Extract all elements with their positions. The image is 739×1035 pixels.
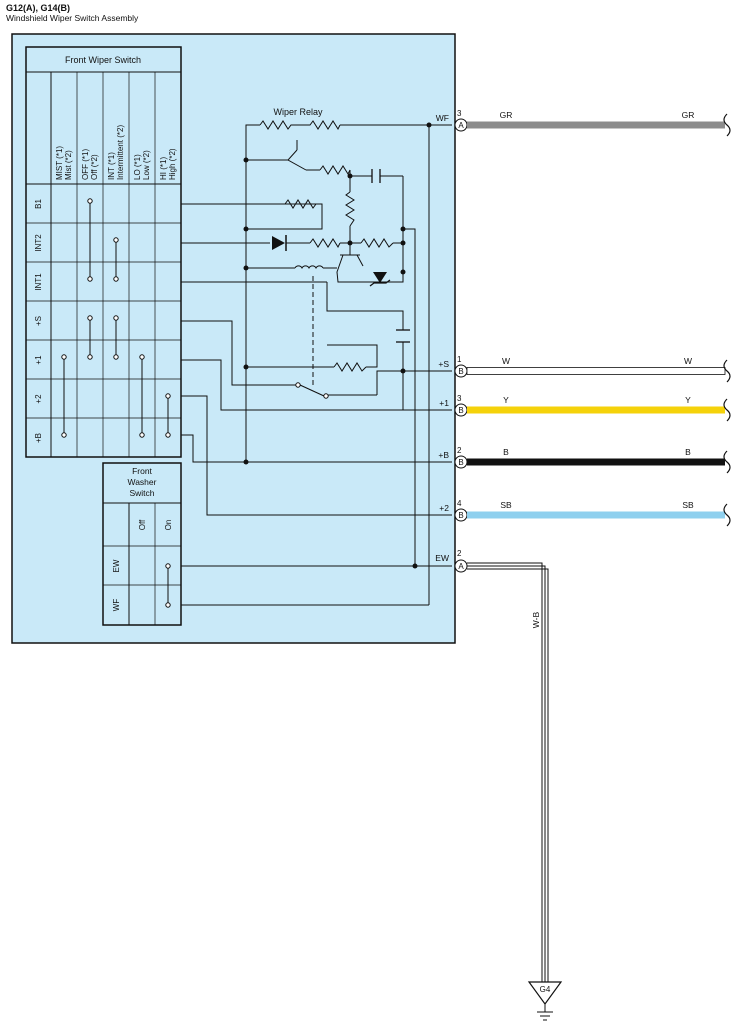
zener-diode-icon — [369, 272, 391, 287]
position-off-line2: Off (*2) — [90, 154, 99, 180]
washer-position-off: Off — [138, 519, 147, 530]
wiper-switch-connections — [61, 198, 171, 438]
position-off-line1: OFF (*1) — [81, 149, 90, 180]
washer-title-line1: Front — [132, 466, 152, 476]
diode-icon — [272, 235, 287, 251]
row-label-plus-b: +B — [34, 433, 43, 443]
position-mist-line2: Mist (*2) — [64, 150, 73, 180]
position-hi-line1: HI (*1) — [159, 157, 168, 180]
row-label-plus-1: +1 — [34, 355, 43, 365]
washer-title-line3: Switch — [129, 488, 154, 498]
terminal-plus-b-connector: B — [458, 458, 463, 467]
terminal-plus-s-name: +S — [438, 359, 449, 369]
row-label-b1: B1 — [34, 199, 43, 209]
position-header-mist: MIST (*1) Mist (*2) — [55, 146, 73, 180]
terminal-plus-s-pin: 1 — [457, 355, 462, 364]
wire-b-label-left: B — [503, 447, 509, 457]
washer-position-on: On — [164, 520, 173, 531]
terminal-plus-2: +2 4 B — [439, 499, 468, 522]
wire-b-label-right: B — [685, 447, 691, 457]
position-int-line1: INT (*1) — [107, 152, 116, 180]
terminal-ew-pin: 2 — [457, 549, 462, 558]
relay-contact-right — [323, 393, 329, 399]
wire-break-symbols — [723, 113, 731, 527]
washer-row-wf: WF — [112, 599, 121, 612]
terminal-ew-name: EW — [435, 553, 449, 563]
washer-title-line2: Washer — [128, 477, 157, 487]
washer-row-ew: EW — [112, 559, 121, 572]
position-int-line2: Intermittent (*2) — [116, 125, 125, 180]
terminal-wf-name: WF — [436, 113, 449, 123]
position-header-int: INT (*1) Intermittent (*2) — [107, 125, 125, 180]
terminal-plus-s-connector: B — [458, 367, 463, 376]
wire-sb — [467, 511, 725, 519]
terminal-plus-2-connector: B — [458, 511, 463, 520]
terminal-wf-connector: A — [458, 121, 464, 130]
row-label-plus-s: +S — [34, 316, 43, 326]
junction-dots — [243, 122, 432, 569]
ground-label: G4 — [540, 985, 551, 994]
row-label-int2: INT2 — [34, 234, 43, 252]
wire-y-label-right: Y — [685, 395, 691, 405]
capacitors — [371, 169, 410, 343]
wire-w-label-left: W — [502, 356, 510, 366]
terminal-plus-2-name: +2 — [439, 503, 449, 513]
terminal-plus-1-connector: B — [458, 406, 463, 415]
wiper-relay-label: Wiper Relay — [273, 107, 323, 117]
wire-gr-label-right: GR — [682, 110, 695, 120]
position-header-hi: HI (*1) High (*2) — [159, 148, 177, 180]
terminal-plus-2-pin: 4 — [457, 499, 462, 508]
position-lo-line1: LO (*1) — [133, 154, 142, 180]
front-wiper-switch-table — [25, 46, 182, 458]
position-header-lo: LO (*1) Low (*2) — [133, 150, 151, 180]
terminal-wf: WF 3 A — [436, 109, 468, 132]
wire-gr — [467, 121, 725, 129]
wire-w-b — [467, 562, 549, 982]
terminal-ew-connector: A — [458, 562, 464, 571]
washer-switch-connection — [165, 563, 171, 608]
assembly-name: Windshield Wiper Switch Assembly — [6, 13, 139, 23]
terminal-plus-b: +B 2 B — [438, 446, 468, 469]
wire-y — [467, 406, 725, 414]
wiper-switch-title: Front Wiper Switch — [65, 55, 141, 65]
wire-b — [467, 458, 725, 466]
position-lo-line2: Low (*2) — [142, 150, 151, 180]
position-mist-line1: MIST (*1) — [55, 146, 64, 180]
ground-icon — [527, 981, 563, 1021]
terminal-plus-s: +S 1 B — [438, 355, 468, 378]
connector-title: G12(A), G14(B) — [6, 3, 71, 13]
terminal-plus-b-name: +B — [438, 450, 449, 460]
internal-wiring — [181, 124, 452, 606]
wire-gr-label-left: GR — [500, 110, 513, 120]
relay-contact-left — [295, 382, 301, 388]
row-label-int1: INT1 — [34, 273, 43, 291]
wire-sb-label-left: SB — [500, 500, 512, 510]
position-header-off: OFF (*1) Off (*2) — [81, 149, 99, 180]
terminal-plus-b-pin: 2 — [457, 446, 462, 455]
relay-coil-icon — [294, 265, 324, 270]
terminal-plus-1-name: +1 — [439, 398, 449, 408]
terminal-plus-1-pin: 3 — [457, 394, 462, 403]
position-hi-line2: High (*2) — [168, 148, 177, 180]
terminal-wf-pin: 3 — [457, 109, 462, 118]
wire-y-label-left: Y — [503, 395, 509, 405]
wire-sb-label-right: SB — [682, 500, 694, 510]
wire-w — [466, 367, 726, 375]
wire-w-b-label: W-B — [531, 611, 541, 628]
row-label-plus-2: +2 — [34, 394, 43, 404]
resistors — [259, 120, 394, 372]
wire-w-label-right: W — [684, 356, 692, 366]
